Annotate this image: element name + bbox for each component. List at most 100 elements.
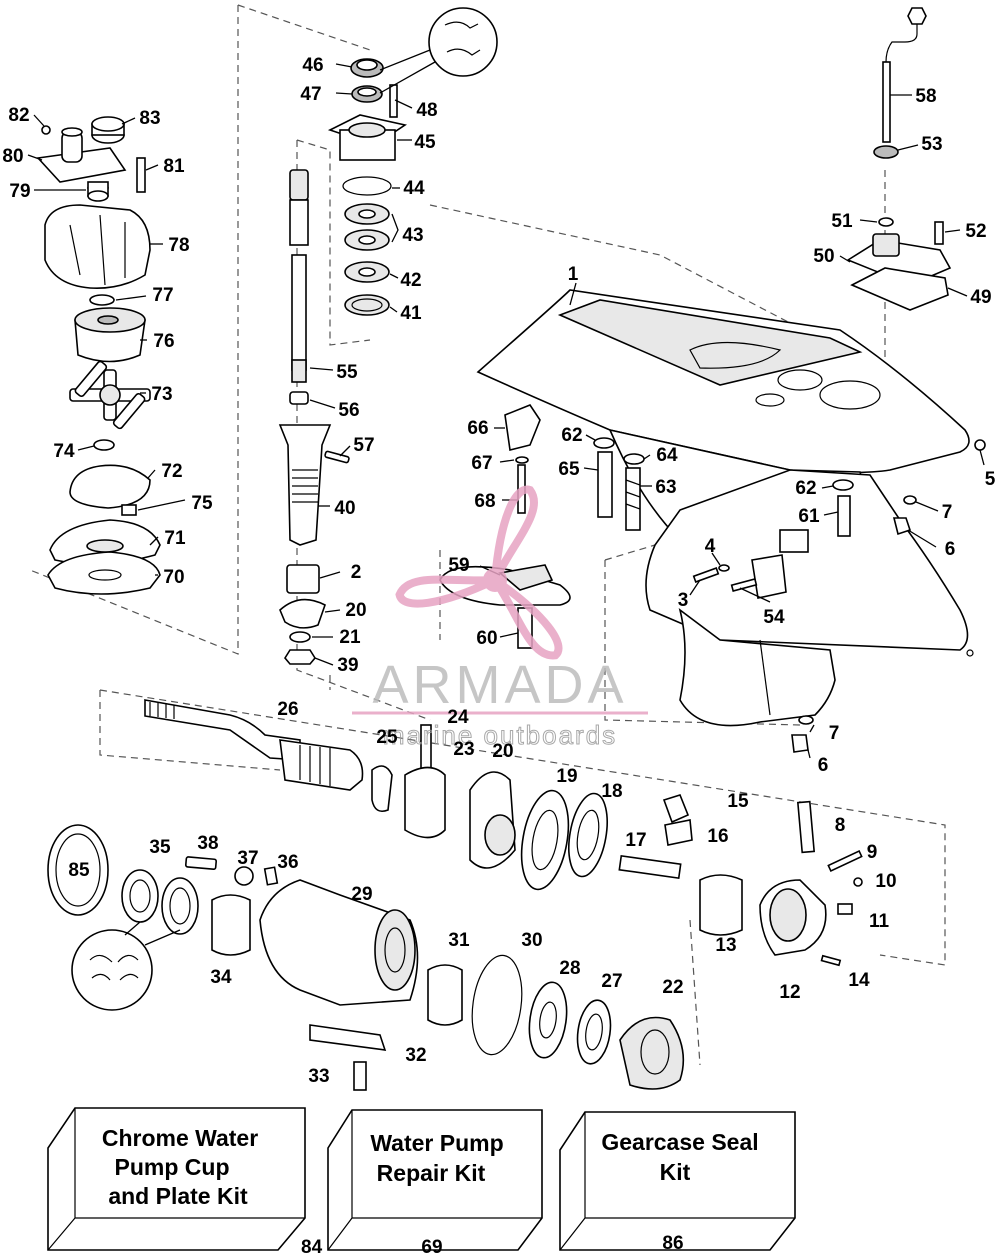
callout-20a: 20 [345,600,366,621]
callout-4: 4 [705,536,716,557]
callout-74: 74 [53,441,75,462]
callout-59: 59 [448,555,469,576]
kit-box-86: Gearcase Seal Kit 86 [559,1111,796,1254]
seal-detail-callout-top [428,7,498,77]
callout-27: 27 [601,971,622,992]
callout-26: 26 [277,699,298,720]
callout-78: 78 [168,235,189,256]
callout-7a: 7 [942,502,953,523]
armada-logo [397,485,573,660]
callout-67: 67 [471,453,492,474]
callout-23: 23 [453,739,474,760]
callout-36: 36 [277,852,298,873]
callout-6a: 6 [945,539,956,560]
kit-86-number: 86 [662,1233,683,1254]
callout-70: 70 [163,567,184,588]
callout-29: 29 [351,884,372,905]
kit-69-line2: Repair Kit [377,1160,486,1186]
callout-42: 42 [400,270,421,291]
callout-39: 39 [337,655,358,676]
callout-52: 52 [965,221,986,242]
callout-7b: 7 [829,723,840,744]
callout-43: 43 [402,225,423,246]
callout-31: 31 [448,930,470,951]
callout-49: 49 [970,287,991,308]
callout-18: 18 [601,781,622,802]
callout-32: 32 [405,1045,426,1066]
callout-68: 68 [474,491,495,512]
callout-22: 22 [662,977,683,998]
gearcase-housing [476,289,974,727]
kit-69-number: 69 [421,1237,442,1258]
leader-lines [27,63,985,759]
callout-35: 35 [149,837,171,858]
callout-85: 85 [68,860,90,881]
callout-77: 77 [152,285,173,306]
kit-84-line3: and Plate Kit [108,1183,248,1209]
kit-86-line2: Kit [660,1159,691,1185]
drive-shaft-column [278,169,350,665]
armada-watermark: ARMADA marine outboards [352,485,648,751]
callout-55: 55 [336,362,358,383]
callout-15: 15 [727,791,749,812]
callout-76: 76 [153,331,174,352]
callout-45: 45 [414,132,436,153]
callout-labels: 1 2 3 4 5 6 6 7 7 8 9 10 11 12 13 14 15 … [2,55,995,1087]
callout-3: 3 [678,590,689,611]
callout-20b: 20 [492,741,513,762]
kit-69-line1: Water Pump [370,1130,503,1156]
callout-75: 75 [191,493,213,514]
callout-37: 37 [237,848,258,869]
water-pump-stack [36,116,161,595]
callout-5: 5 [985,469,996,490]
callout-46: 46 [302,55,323,76]
seal-detail-callout-bottom [71,929,153,1011]
callout-58: 58 [915,86,936,107]
callout-2: 2 [351,562,362,583]
callout-19: 19 [556,766,577,787]
callout-10: 10 [875,871,896,892]
callout-16: 16 [707,826,728,847]
kit-box-69: Water Pump Repair Kit 69 [327,1109,543,1258]
callout-8: 8 [835,815,846,836]
callout-79: 79 [9,181,30,202]
kit-86-line1: Gearcase Seal [601,1129,758,1155]
callout-61: 61 [798,506,820,527]
watermark-subtitle: marine outboards [383,720,617,750]
callout-53: 53 [921,134,942,155]
callout-41: 41 [400,303,422,324]
callout-30: 30 [521,930,542,951]
callout-17: 17 [625,830,646,851]
callout-24: 24 [447,707,469,728]
callout-54: 54 [763,607,785,628]
callout-14: 14 [848,970,870,991]
callout-81: 81 [163,156,185,177]
callout-62b: 62 [795,478,816,499]
callout-64: 64 [656,445,678,466]
callout-66: 66 [467,418,488,439]
callout-82: 82 [8,105,29,126]
callout-62a: 62 [561,425,582,446]
callout-65: 65 [558,459,580,480]
callout-40: 40 [334,498,355,519]
callout-21: 21 [339,627,361,648]
shift-rod-parts [846,7,952,311]
callout-25: 25 [376,727,398,748]
callout-63: 63 [655,477,676,498]
callout-13: 13 [715,935,736,956]
callout-56: 56 [338,400,359,421]
callout-38: 38 [197,833,218,854]
callout-72: 72 [161,461,182,482]
callout-50: 50 [813,246,834,267]
callout-28: 28 [559,958,580,979]
callout-80: 80 [2,146,23,167]
kit-84-line2: Pump Cup [115,1154,230,1180]
callout-48: 48 [416,100,437,121]
callout-47: 47 [300,84,321,105]
callout-60: 60 [476,628,497,649]
callout-1: 1 [568,264,579,285]
callout-11: 11 [869,911,890,932]
callout-83: 83 [139,108,160,129]
watermark-title: ARMADA [372,655,627,715]
